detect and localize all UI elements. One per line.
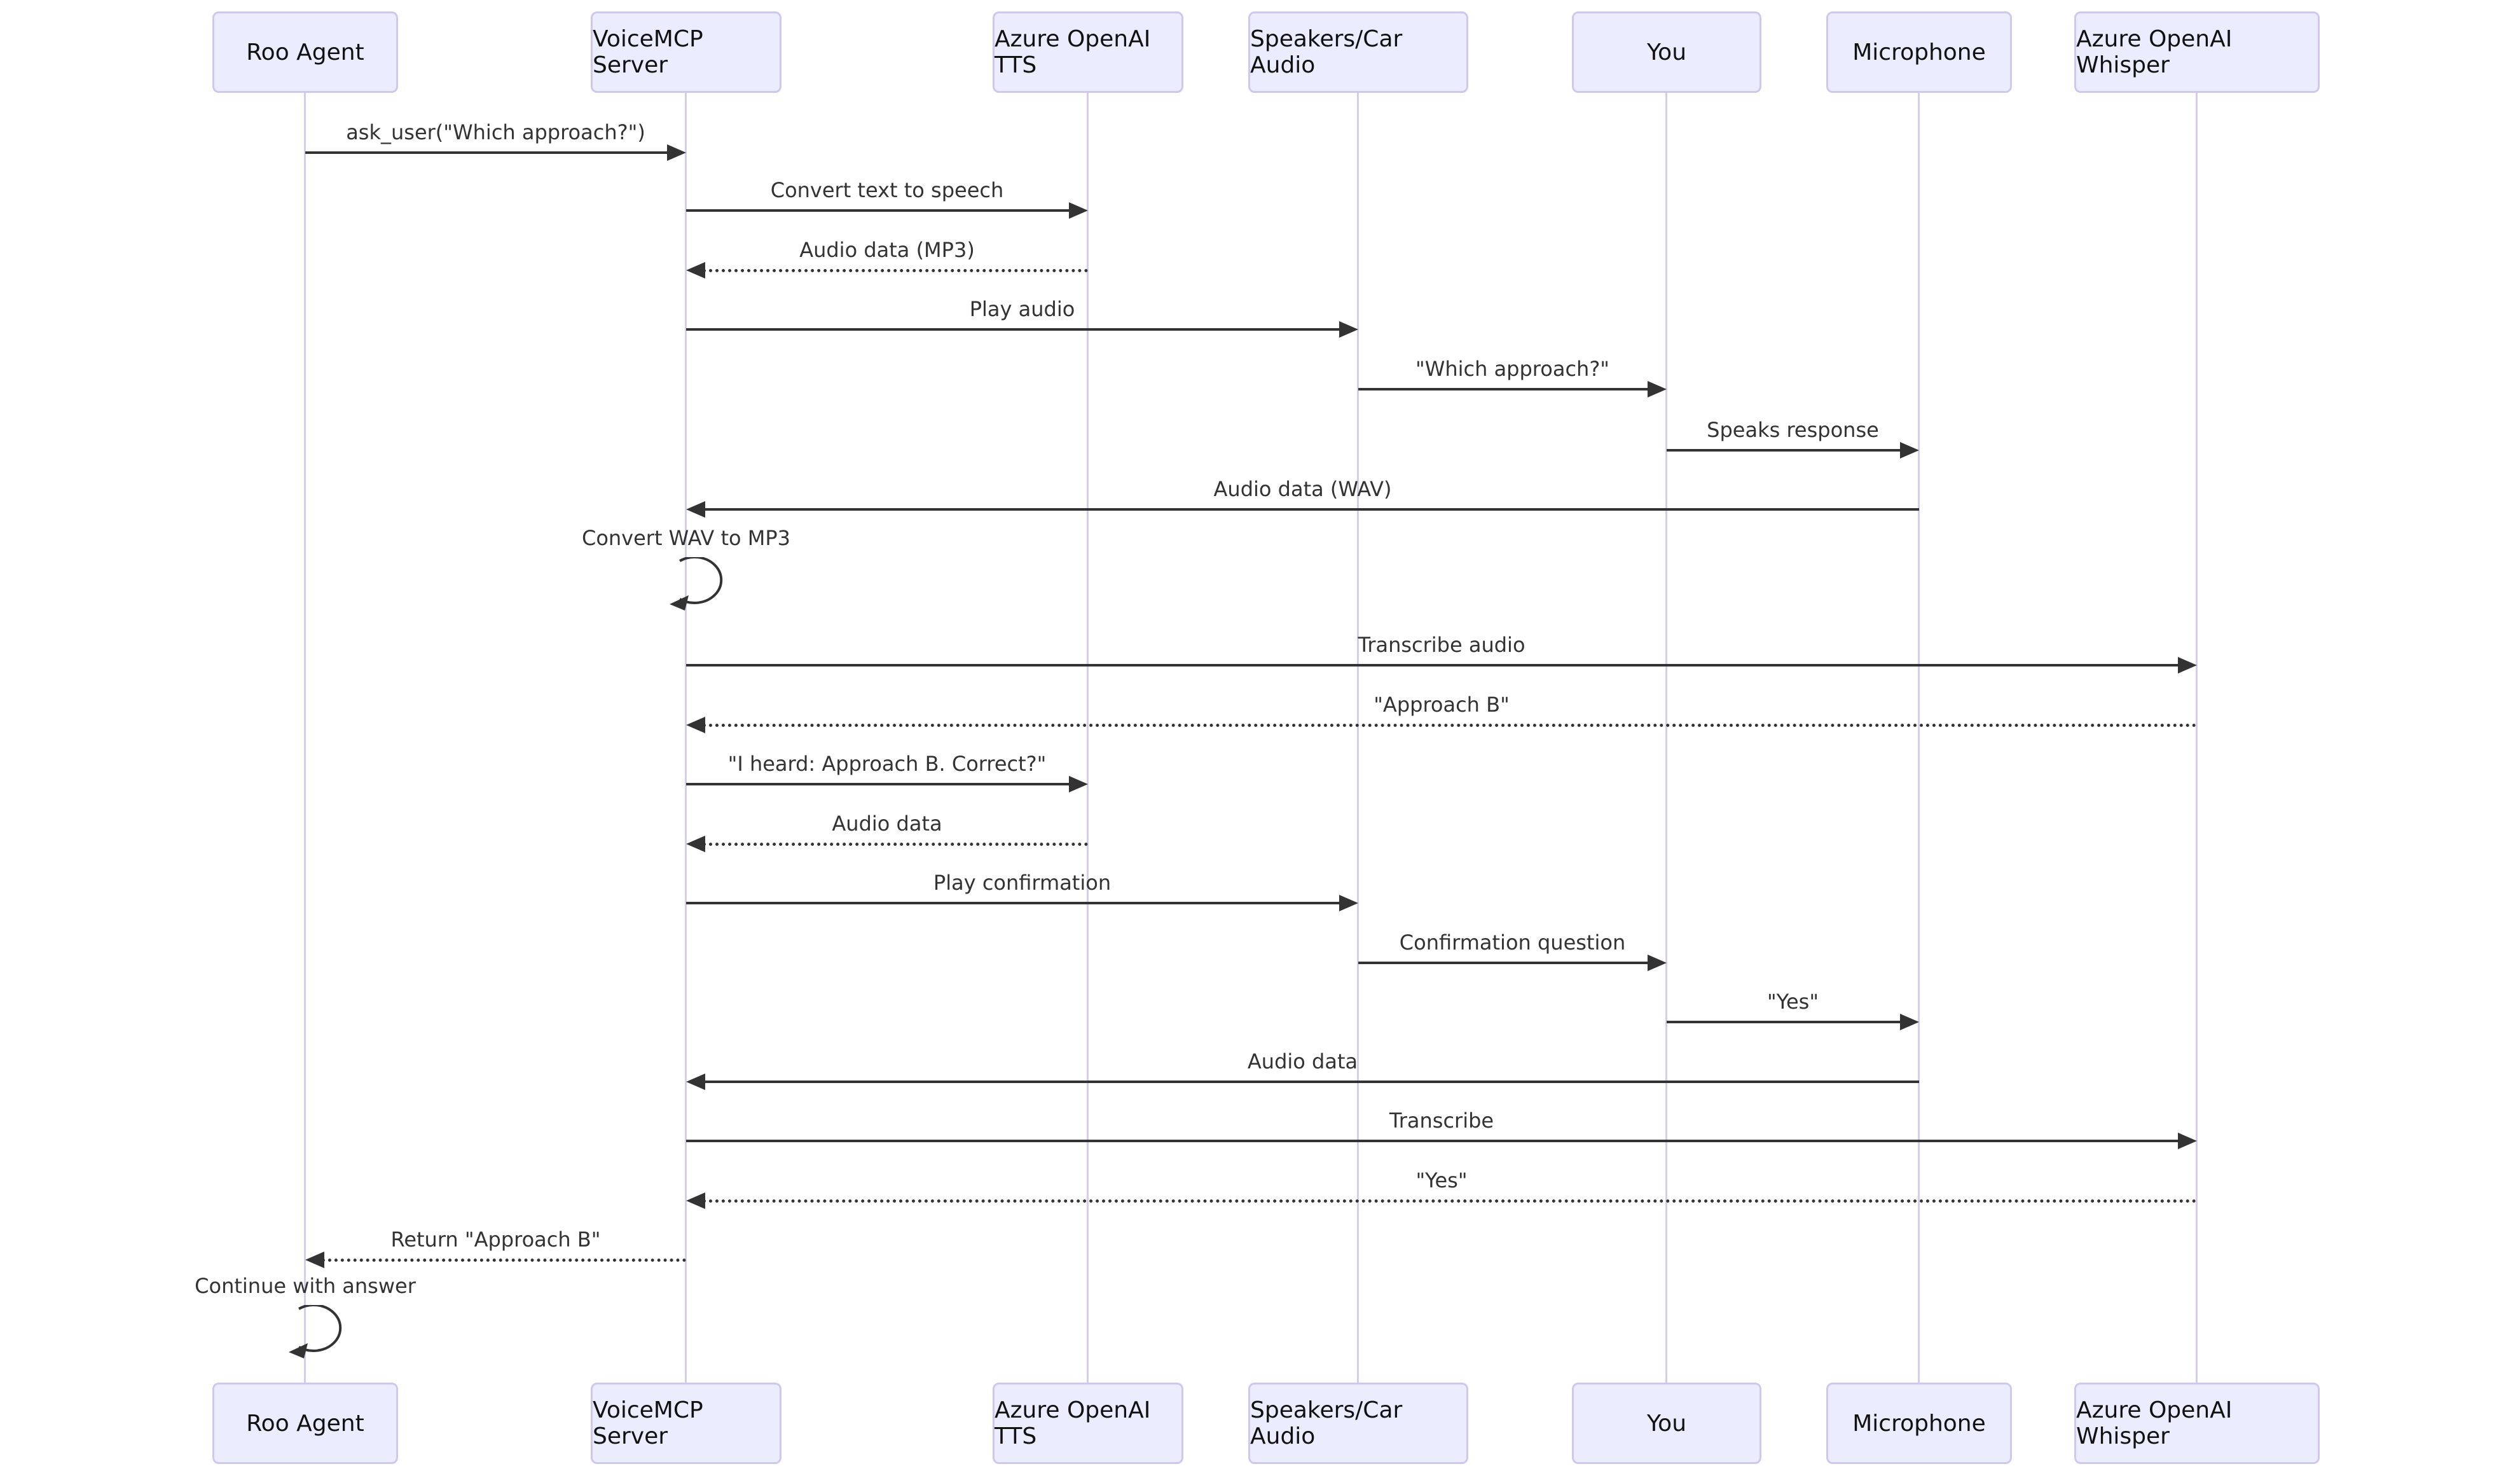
message-arrow (686, 902, 1343, 904)
message-label: Play confirmation (933, 871, 1112, 895)
arrowhead-icon (686, 262, 705, 279)
message-arrow (686, 1140, 2182, 1142)
message-arrow (686, 209, 1073, 212)
message-arrow (703, 1199, 2197, 1203)
actor-label: You (1646, 1410, 1687, 1437)
actor-label: Roo Agent (246, 39, 364, 66)
message-label: "Approach B" (1374, 693, 1510, 717)
actor-speakers-car-audio-bottom: Speakers/Car Audio (1248, 1383, 1468, 1464)
actor-label: You (1646, 39, 1687, 66)
message-label: "Yes" (1415, 1168, 1468, 1192)
actor-label: VoiceMCP Server (593, 1397, 703, 1449)
arrowhead-icon (1648, 955, 1667, 971)
message-arrow (322, 1259, 686, 1262)
message-label: Transcribe audio (1358, 633, 1525, 657)
message-arrow (305, 151, 671, 154)
arrowhead-icon (686, 836, 705, 852)
actor-label: Azure OpenAI TTS (995, 26, 1151, 78)
actor-label: Microphone (1852, 1410, 1986, 1437)
arrowhead-icon (1339, 895, 1358, 911)
arrowhead-icon (686, 717, 705, 733)
actor-label: Azure OpenAI TTS (995, 1397, 1151, 1449)
lifeline-azure-openai-whisper (2196, 93, 2198, 1383)
message-label: Audio data (1247, 1049, 1358, 1074)
lifeline-azure-openai-tts (1087, 93, 1089, 1383)
message-arrow (686, 328, 1343, 331)
message-arrow (703, 508, 1919, 511)
actor-label: Speakers/Car Audio (1250, 26, 1403, 78)
actor-you-bottom: You (1572, 1383, 1761, 1464)
message-label: Return "Approach B" (390, 1227, 601, 1252)
message-arrow (1667, 1021, 1904, 1023)
actor-azure-openai-tts-bottom: Azure OpenAI TTS (993, 1383, 1183, 1464)
actor-voicemcp-server-top: VoiceMCP Server (591, 11, 781, 93)
actor-you-top: You (1572, 11, 1761, 93)
arrowhead-icon (1069, 202, 1088, 219)
message-label: Audio data (WAV) (1213, 477, 1392, 501)
actor-label: Roo Agent (246, 1410, 364, 1437)
self-loop-arrow (289, 1305, 342, 1358)
message-label: Transcribe (1389, 1108, 1494, 1133)
arrowhead-icon (2178, 657, 2197, 673)
message-label: Audio data (MP3) (799, 238, 975, 262)
actor-azure-openai-whisper-top: Azure OpenAI Whisper (2074, 11, 2320, 93)
actor-label: Microphone (1852, 39, 1986, 66)
lifeline-voicemcp-server (685, 93, 687, 1383)
actor-roo-agent-bottom: Roo Agent (212, 1383, 398, 1464)
arrowhead-icon (305, 1252, 324, 1268)
actor-label: Azure OpenAI Whisper (2076, 1397, 2233, 1449)
message-label: "Which approach?" (1415, 357, 1610, 381)
lifeline-speakers-car-audio (1357, 93, 1359, 1383)
lifeline-microphone (1918, 93, 1920, 1383)
message-label: Convert text to speech (770, 178, 1004, 202)
message-arrow (1358, 962, 1651, 964)
message-label: ask_user("Which approach?") (346, 120, 645, 144)
actor-roo-agent-top: Roo Agent (212, 11, 398, 93)
arrowhead-icon (2178, 1133, 2197, 1149)
message-label: Speaks response (1707, 418, 1879, 442)
lifeline-roo-agent (304, 93, 306, 1383)
actor-label: Azure OpenAI Whisper (2076, 26, 2233, 78)
arrowhead-icon (1339, 321, 1358, 338)
message-arrow (686, 664, 2182, 666)
message-arrow (1358, 388, 1651, 390)
arrowhead-icon (1900, 1014, 1919, 1030)
message-arrow (703, 269, 1088, 272)
arrowhead-icon (667, 144, 686, 161)
actor-azure-openai-whisper-bottom: Azure OpenAI Whisper (2074, 1383, 2320, 1464)
message-label: "Yes" (1766, 990, 1819, 1014)
arrowhead-icon (686, 501, 705, 518)
message-label: Play audio (969, 297, 1075, 321)
arrowhead-icon (1648, 381, 1667, 397)
lifeline-you (1665, 93, 1667, 1383)
message-arrow (703, 843, 1088, 846)
message-arrow (703, 1081, 1919, 1083)
message-arrow (703, 724, 2197, 727)
actor-label: VoiceMCP Server (593, 26, 703, 78)
arrowhead-icon (1900, 442, 1919, 459)
actor-speakers-car-audio-top: Speakers/Car Audio (1248, 11, 1468, 93)
arrowhead-icon (1069, 776, 1088, 792)
message-label: Continue with answer (195, 1274, 416, 1298)
actor-microphone-top: Microphone (1826, 11, 2012, 93)
message-label: Convert WAV to MP3 (581, 526, 791, 550)
message-arrow (1667, 449, 1904, 452)
self-loop-arrow (670, 557, 723, 611)
actor-azure-openai-tts-top: Azure OpenAI TTS (993, 11, 1183, 93)
actor-microphone-bottom: Microphone (1826, 1383, 2012, 1464)
message-label: Confirmation question (1399, 930, 1626, 955)
actor-label: Speakers/Car Audio (1250, 1397, 1403, 1449)
message-label: Audio data (832, 812, 942, 836)
actor-voicemcp-server-bottom: VoiceMCP Server (591, 1383, 781, 1464)
message-label: "I heard: Approach B. Correct?" (727, 752, 1047, 776)
arrowhead-icon (686, 1074, 705, 1090)
arrowhead-icon (686, 1192, 705, 1209)
message-arrow (686, 783, 1073, 785)
